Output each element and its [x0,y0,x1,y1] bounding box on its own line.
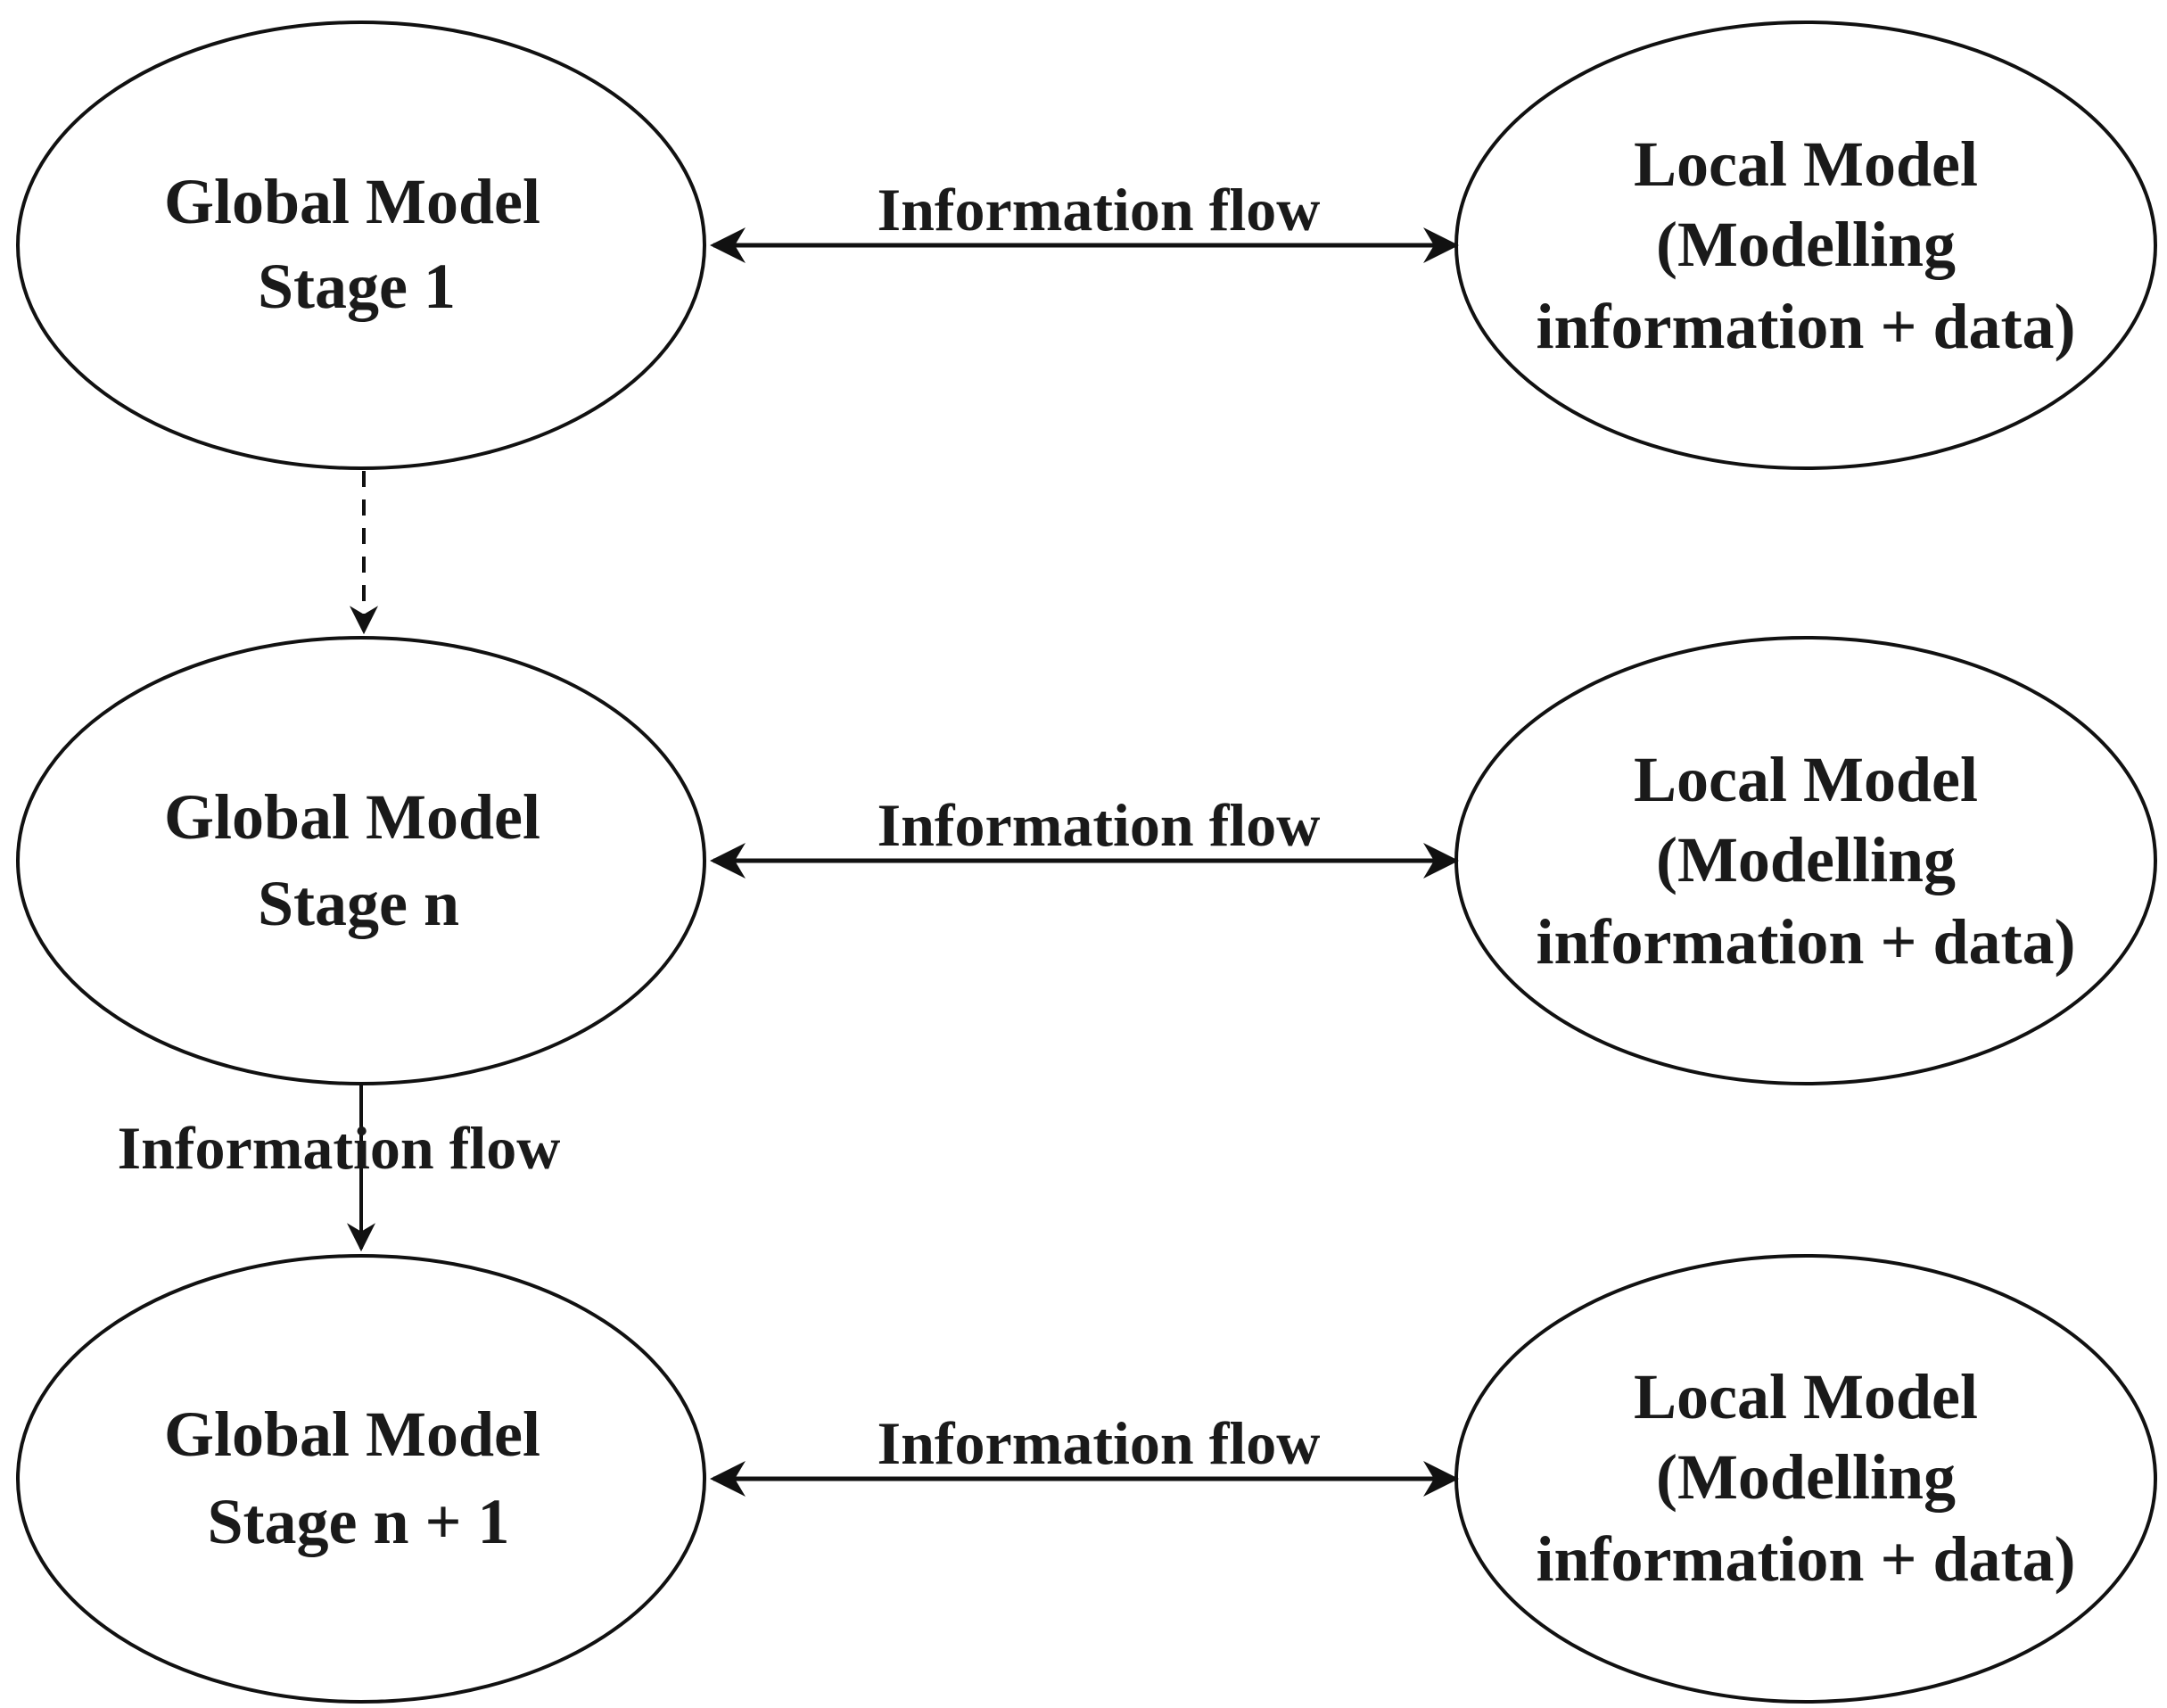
node-global-model-stage-1 [16,21,706,470]
edge-label-flow-n: Information flow [878,791,1321,859]
node-label-global-1-line-1: Global Model [164,166,540,237]
node-label-local-n-line-3: information + data) [1536,906,2075,978]
node-global-model-stage-n [16,636,706,1085]
node-local-model-n [1454,636,2157,1085]
node-local-model-1 [1454,21,2157,470]
node-global-model-stage-n1 [16,1254,706,1704]
node-label-local-1-line-2: (Modelling [1656,209,1956,280]
edges [347,227,1459,1497]
node-label-global-1-line-2: Stage 1 [258,251,456,322]
node-label-local-n1-line-3: information + data) [1536,1523,2075,1595]
node-label-local-1-line-3: information + data) [1536,291,2075,362]
node-label-global-n-line-1: Global Model [164,781,540,853]
node-label-local-1-line-1: Local Model [1634,128,1978,200]
edge-label-flow-1: Information flow [878,176,1321,243]
node-label-local-n-line-1: Local Model [1634,744,1978,815]
node-label-global-n1-line-2: Stage n + 1 [207,1486,509,1557]
node-local-model-n1 [1454,1254,2157,1704]
node-label-global-n-line-2: Stage n [258,868,459,939]
edge-label-flow-n1: Information flow [878,1409,1321,1477]
node-label-local-n1-line-1: Local Model [1634,1361,1978,1432]
node-label-local-n-line-2: (Modelling [1656,824,1956,895]
edge-labels: Information flow Information flow Inform… [118,176,1321,1477]
node-label-local-n1-line-2: (Modelling [1656,1441,1956,1513]
node-labels: Global Model Stage 1 Global Model Stage … [164,128,2076,1595]
nodes [16,21,2157,1704]
node-label-global-n1-line-1: Global Model [164,1399,540,1470]
edge-label-flow-n-to-n1: Information flow [118,1114,561,1182]
